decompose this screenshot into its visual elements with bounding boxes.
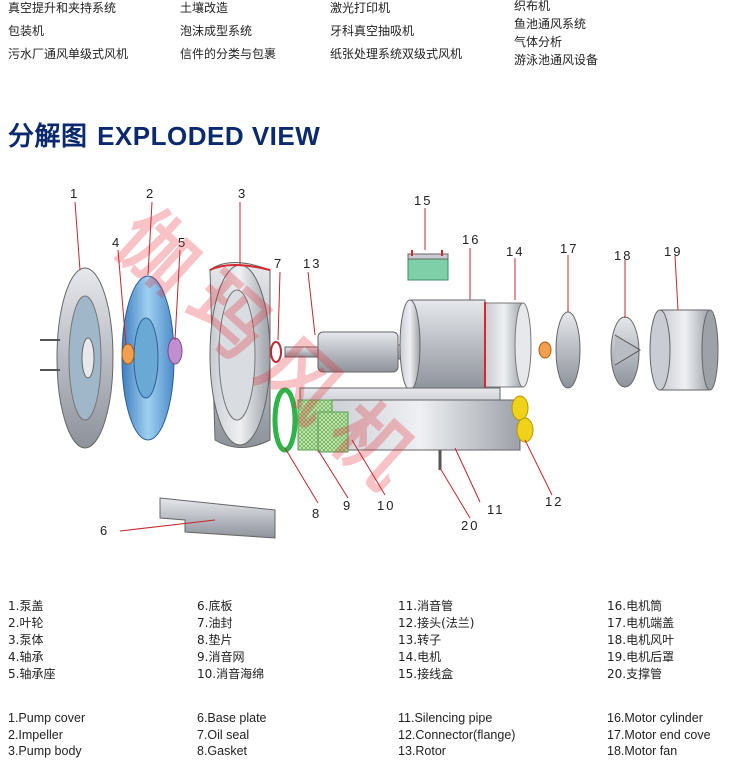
legend-item: 8.Gasket [197,744,248,758]
application-item: 游泳池通风设备 [514,53,599,67]
legend-item: 13.Rotor [398,744,446,758]
exploded-view-diagram: 1 2 3 4 5 6 7 8 9 10 11 12 13 14 15 16 1… [40,186,719,539]
part-number: 11 [487,502,505,517]
part-number: 6 [100,523,109,538]
part-number: 2 [146,186,155,201]
application-item: 织布机 [514,0,551,13]
legend-item: 10.消音海绵 [197,667,265,681]
legend-item: 19.电机后罩 [607,650,675,664]
legend-item: 2.叶轮 [8,616,44,630]
legend-item: 16.电机筒 [607,599,663,613]
part-number: 18 [614,248,632,263]
application-item: 包装机 [8,24,45,38]
applications-col-3: 激光打印机 牙科真空抽吸机 纸张处理系统双级式风机 [330,0,462,66]
part-number: 3 [238,186,247,201]
application-item: 激光打印机 [330,1,391,15]
legend-item: 11.消音管 [398,599,454,613]
legend-item: 11.Silencing pipe [398,711,493,725]
part-number: 1 [70,186,79,201]
application-item: 污水厂通风单级式风机 [8,47,129,61]
legend-cn-col-1: 1.泵盖 2.叶轮 3.泵体 4.轴承 5.轴承座 [8,598,55,683]
part-number: 15 [414,193,432,208]
part-number: 12 [545,494,563,509]
application-item: 气体分析 [514,35,563,49]
title-cn: 分解图 [8,122,88,152]
pump-body [209,262,271,448]
legend-cn-col-2: 6.底板 7.油封 8.垫片 9.消音网 10.消音海绵 [197,598,264,683]
legend-item: 6.Base plate [197,711,267,725]
connector-flange [511,395,534,443]
part-number: 20 [461,518,479,533]
legend-item: 17.Motor end cove [607,727,711,742]
motor-fan [610,316,641,388]
part-number: 9 [343,498,352,513]
page-title: 分解图 EXPLODED VIEW [8,116,320,153]
legend-item: 7.Oil seal [197,727,250,742]
legend-item: 15.接线盒 [398,667,454,681]
gasket [272,387,298,453]
silencer-sponge [317,411,349,453]
application-item: 牙科真空抽吸机 [330,24,415,38]
motor [399,299,532,391]
legend-item: 18.Motor fan [607,744,678,758]
application-item: 鱼池通风系统 [514,17,587,31]
application-item: 信件的分类与包裹 [180,47,277,61]
legend-item: 5.轴承座 [8,667,56,681]
legend-item: 3.Pump body [8,744,82,758]
application-item: 真空提升和夹持系统 [8,1,117,15]
bearing [121,343,135,365]
legend-item: 20.支撑管 [607,667,663,681]
application-item: 泡沫成型系统 [180,24,253,38]
legend-item: 6.底板 [197,599,233,613]
legend-en-col-4: 16.Motor cylinder 17.Motor end cove 18.M… [607,710,711,760]
legend-cn-col-4: 16.电机筒 17.电机端盖 18.电机风叶 19.电机后罩 20.支撑管 [607,598,674,683]
leader-lines [74,201,679,519]
part-number: 7 [274,256,283,271]
legend-item: 18.电机风叶 [607,633,675,647]
part-number: 13 [303,256,321,271]
legend-item: 16.Motor cylinder [607,711,703,725]
motor-rear-cover [649,309,719,391]
legend-en-col-1: 1.Pump cover 2.Impeller 3.Pump body [8,710,85,760]
legend-item: 1.Pump cover [8,711,86,725]
application-item: 土壤改造 [180,1,229,15]
legend-cn-col-3: 11.消音管 12.接头(法兰) 13.转子 14.电机 15.接线盒 [398,598,474,683]
pump-cover [40,267,114,449]
legend-item: 8.垫片 [197,633,233,647]
legend-item: 13.转子 [398,633,442,647]
legend-item: 7.油封 [197,616,233,630]
legend-item: 3.泵体 [8,633,44,647]
legend-item: 17.电机端盖 [607,616,675,630]
part-number: 16 [462,232,480,247]
title-en: EXPLODED VIEW [97,121,321,151]
legend-en-col-3: 11.Silencing pipe 12.Connector(flange) 1… [398,710,515,760]
legend-item: 14.电机 [398,650,442,664]
rotor [284,331,419,373]
application-item: 纸张处理系统双级式风机 [330,47,463,61]
junction-box [407,250,449,281]
part-number: 17 [560,241,578,256]
part-number: 5 [178,235,187,250]
applications-col-1: 真空提升和夹持系统 包装机 污水厂通风单级式风机 [8,0,128,66]
legend-item: 2.Impeller [8,727,63,742]
part-numbers: 1 2 3 4 5 6 7 8 9 10 11 12 13 14 15 16 1… [70,186,682,538]
part-number: 4 [112,235,121,250]
part-number: 19 [664,244,682,259]
oil-seal [270,341,282,363]
motor-end-cover [538,311,581,389]
base-plate [119,497,276,539]
part-number: 14 [506,244,524,259]
legend-item: 12.接头(法兰) [398,616,475,630]
applications-col-2: 土壤改造 泡沫成型系统 信件的分类与包裹 [180,0,276,66]
legend-item: 1.泵盖 [8,599,44,613]
applications-col-4: 织布机 鱼池通风系统 气体分析 游泳池通风设备 [514,0,598,69]
bearing-seat [167,337,183,365]
legend-item: 4.轴承 [8,650,44,664]
legend-item: 12.Connector(flange) [398,727,516,742]
part-number: 10 [377,498,395,513]
part-number: 8 [312,506,321,521]
legend-item: 9.消音网 [197,650,245,664]
legend-en-col-2: 6.Base plate 7.Oil seal 8.Gasket [197,710,267,760]
